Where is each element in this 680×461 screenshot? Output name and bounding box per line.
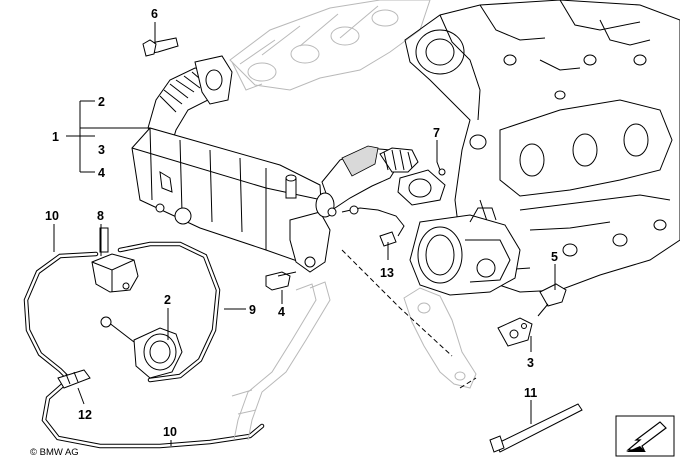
callout-9[interactable]: 9: [249, 303, 256, 317]
callouts: 1 2 3 4 6 7 8 10 2 9 4 13 5 3 11 12 10: [45, 7, 558, 439]
egr-pipe: [321, 145, 419, 211]
temp-sensor-13: [341, 205, 405, 247]
bolt-5: [537, 283, 567, 317]
leader-lines: [53, 22, 556, 446]
callout-3-right[interactable]: 3: [527, 356, 534, 370]
cylinder-head: [404, 0, 680, 293]
callout-1[interactable]: 1: [52, 130, 59, 144]
intake-manifold: [229, 0, 431, 91]
callout-11[interactable]: 11: [524, 386, 537, 400]
gasket-7: [397, 168, 446, 206]
callout-12[interactable]: 12: [78, 408, 92, 422]
callout-8[interactable]: 8: [97, 209, 104, 223]
callout-2-top[interactable]: 2: [98, 95, 105, 109]
vacuum-converter-8: [91, 227, 139, 293]
dashed-references: [341, 249, 477, 389]
callout-7[interactable]: 7: [433, 126, 440, 140]
callout-10-top[interactable]: 10: [45, 209, 59, 223]
callout-4-top[interactable]: 4: [98, 166, 105, 180]
bolt-4: [265, 271, 297, 291]
faint-pipe: [231, 281, 331, 441]
egr-cooler: [131, 55, 337, 273]
clip-3: [497, 317, 533, 347]
bracket: [403, 287, 477, 389]
cable-tie-11: [489, 403, 583, 453]
callout-2-mid[interactable]: 2: [164, 293, 171, 307]
callout-10-bottom[interactable]: 10: [163, 425, 177, 439]
nav-arrow-icon[interactable]: [615, 415, 675, 457]
callout-6[interactable]: 6: [151, 7, 158, 21]
throttle-body: [409, 207, 521, 296]
callout-3-top[interactable]: 3: [98, 143, 105, 157]
callout-13[interactable]: 13: [380, 266, 394, 280]
bolt-6: [142, 37, 179, 57]
vacuum-unit-2: [100, 316, 183, 379]
vacuum-hoses: [23, 241, 265, 449]
callout-5[interactable]: 5: [551, 250, 558, 264]
callout-4-mid[interactable]: 4: [278, 305, 285, 319]
copyright-text: © BMW AG: [30, 447, 79, 458]
